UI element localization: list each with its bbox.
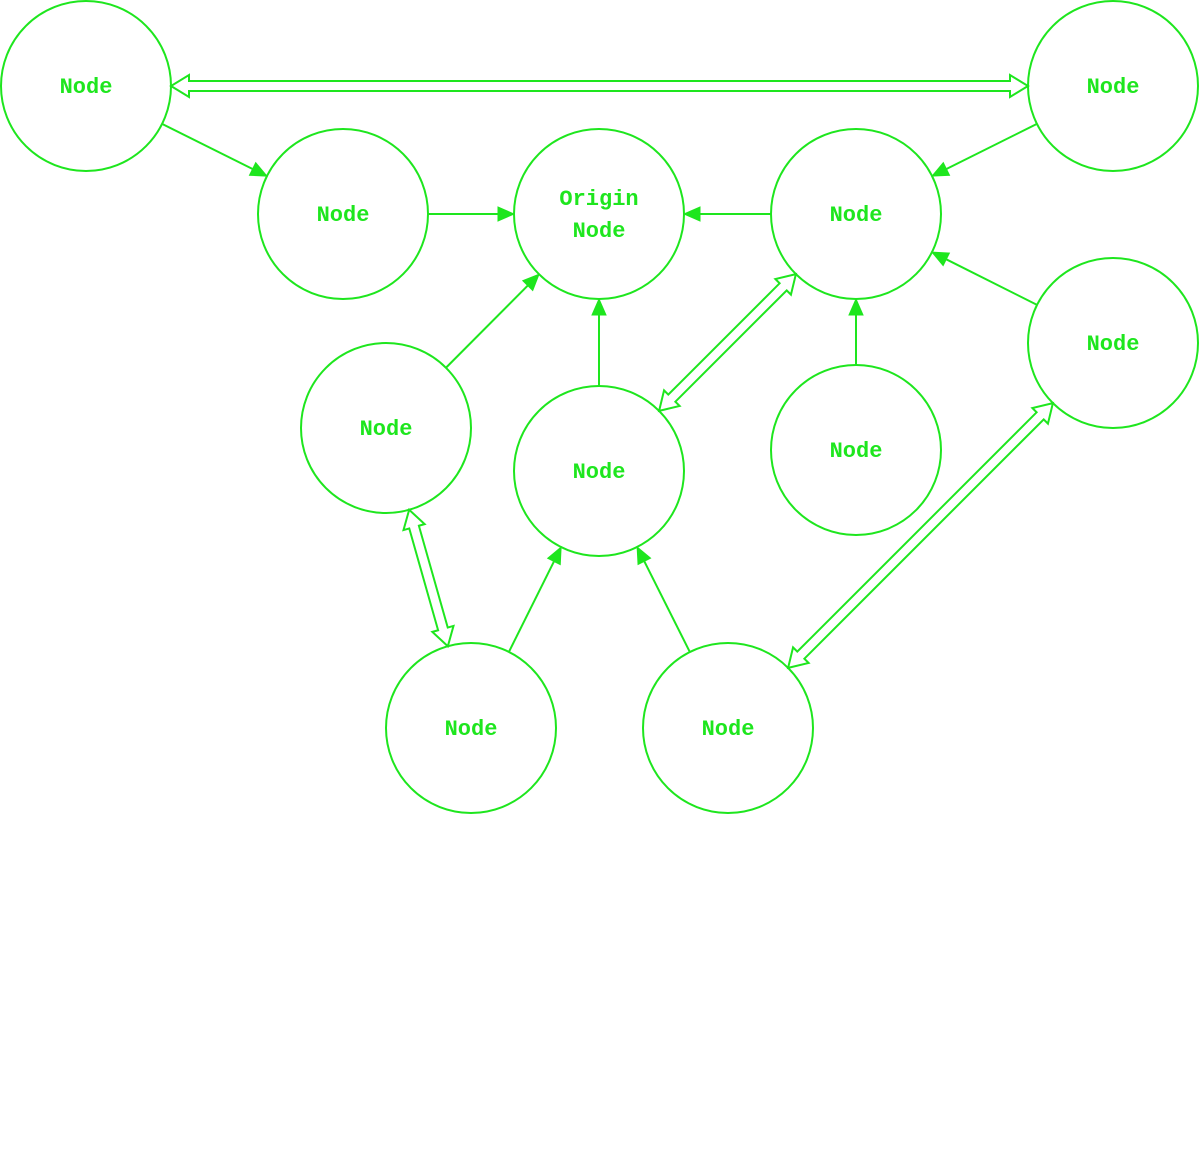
arrowhead <box>248 161 269 177</box>
arrowhead <box>930 161 951 177</box>
edge-n-top-left-to-n-top-right <box>169 73 1030 99</box>
node-n-top-left[interactable]: Node <box>0 0 172 172</box>
node-circle[interactable] <box>1027 257 1199 429</box>
bidirectional-arrow <box>402 507 455 649</box>
edge-line <box>945 258 1038 306</box>
node-label: Node <box>360 417 413 442</box>
edge-n-left-to-n-origin <box>428 206 516 222</box>
edge-n-top-left-to-n-left <box>161 122 269 177</box>
bidirectional-arrow <box>657 272 798 413</box>
node-circle[interactable] <box>385 642 557 814</box>
node-n-top-right[interactable]: Node <box>1027 0 1199 172</box>
edge-n-mid-left-to-n-bottom-left <box>402 507 455 649</box>
node-n-bottom-left[interactable]: Node <box>385 642 557 814</box>
node-label: Origin <box>559 187 638 212</box>
edges-layer <box>161 73 1055 670</box>
node-label: Node <box>1087 332 1140 357</box>
edge-line <box>643 560 691 653</box>
arrowhead <box>497 206 516 222</box>
node-n-far-right[interactable]: Node <box>1027 257 1199 429</box>
arrowhead <box>848 297 864 316</box>
arrowhead <box>591 297 607 316</box>
node-label: Node <box>1087 75 1140 100</box>
edge-n-bottom-right-to-n-center <box>636 545 691 653</box>
edge-line <box>161 122 254 170</box>
bidirectional-arrow <box>786 401 1055 670</box>
edge-line <box>945 122 1038 170</box>
node-n-bottom-right[interactable]: Node <box>642 642 814 814</box>
node-label: Node <box>60 75 113 100</box>
node-circle[interactable] <box>642 642 814 814</box>
node-circle[interactable] <box>770 128 942 300</box>
node-circle[interactable] <box>257 128 429 300</box>
node-n-left[interactable]: Node <box>257 128 429 300</box>
node-n-right[interactable]: Node <box>770 128 942 300</box>
edge-n-top-right-to-n-right <box>930 122 1038 177</box>
arrowhead <box>682 206 701 222</box>
edge-line <box>507 560 555 653</box>
edge-n-far-right-to-n-right <box>930 251 1038 306</box>
node-circle[interactable] <box>1027 0 1199 172</box>
node-label: Node <box>573 219 626 244</box>
node-n-mid-left[interactable]: Node <box>300 342 472 514</box>
arrowhead <box>546 545 562 566</box>
node-circle[interactable] <box>300 342 472 514</box>
node-circle[interactable] <box>0 0 172 172</box>
node-circle[interactable] <box>770 364 942 536</box>
node-n-center[interactable]: Node <box>513 385 685 557</box>
arrowhead <box>930 251 951 267</box>
node-label: Node <box>573 460 626 485</box>
node-circle[interactable] <box>513 385 685 557</box>
bidirectional-arrow <box>169 73 1030 99</box>
edge-n-bottom-right-to-n-far-right <box>786 401 1055 670</box>
arrowhead <box>636 545 652 566</box>
edge-n-mid-right-to-n-right <box>848 297 864 365</box>
edge-line <box>445 284 529 369</box>
node-label: Node <box>830 439 883 464</box>
node-n-mid-right[interactable]: Node <box>770 364 942 536</box>
edge-n-center-to-n-right <box>657 272 798 413</box>
node-label: Node <box>702 717 755 742</box>
node-label: Node <box>445 717 498 742</box>
edge-n-right-to-n-origin <box>682 206 771 222</box>
node-label: Node <box>830 203 883 228</box>
edge-n-mid-left-to-n-origin <box>445 273 540 369</box>
edge-n-bottom-left-to-n-center <box>507 545 562 653</box>
node-label: Node <box>317 203 370 228</box>
edge-n-center-to-n-origin <box>591 297 607 386</box>
arrowhead <box>521 273 540 292</box>
node-circle[interactable] <box>513 128 685 300</box>
